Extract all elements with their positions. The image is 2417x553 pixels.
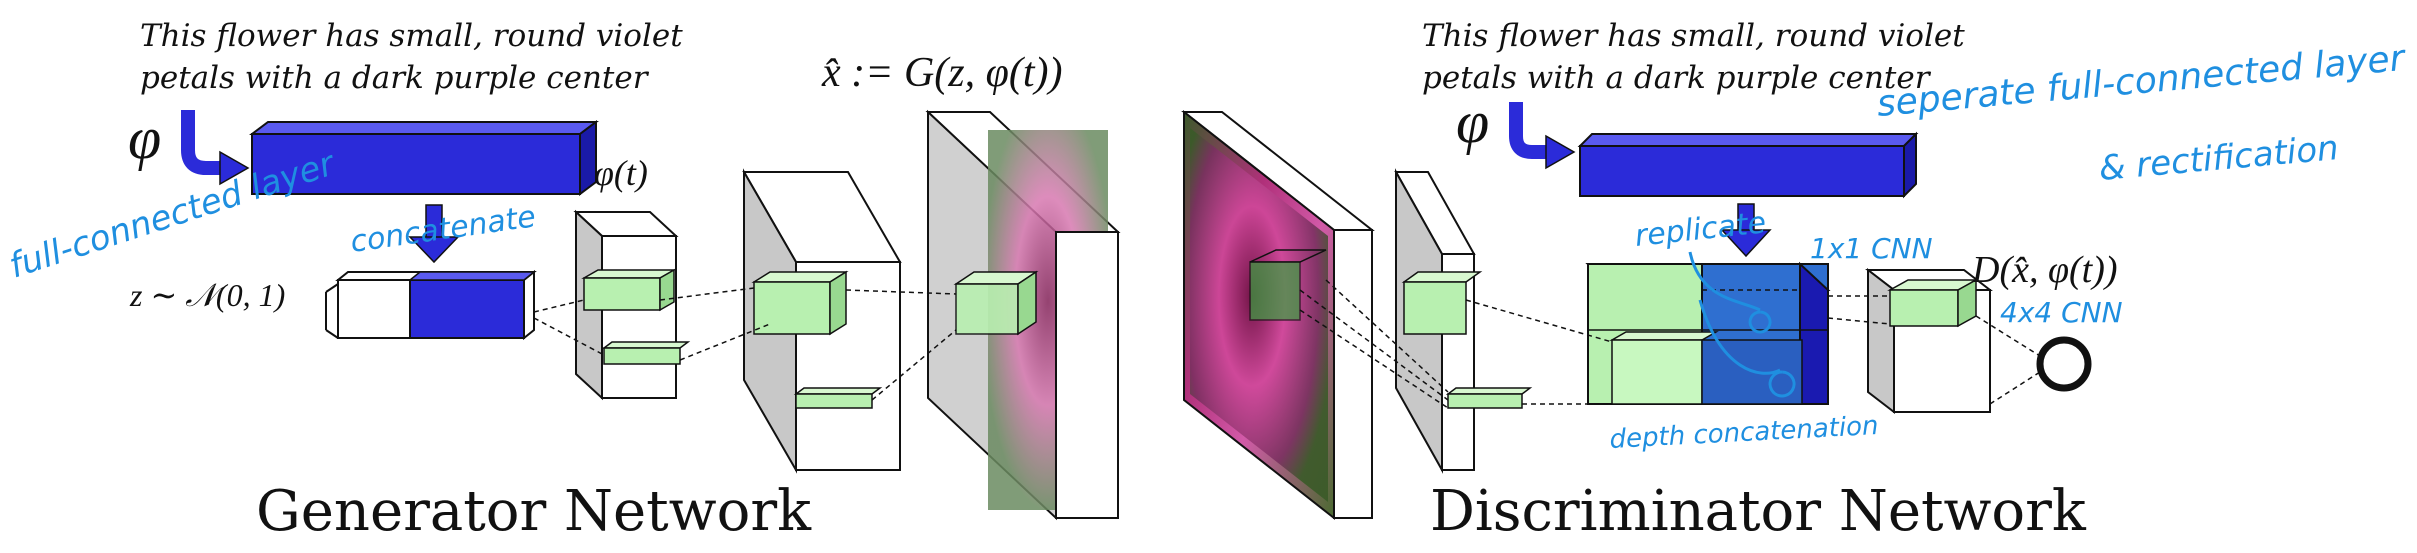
generator-caption-line1: This flower has small, round violet bbox=[140, 18, 683, 54]
discriminator-caption-line1: This flower has small, round violet bbox=[1422, 18, 1965, 54]
discriminator-conv-block-2 bbox=[1865, 267, 1993, 415]
discriminator-output-label: D(x̂, φ(t)) bbox=[1971, 249, 2118, 291]
generator-title: Generator Network bbox=[256, 479, 812, 544]
generator-caption-line2: petals with a dark purple center bbox=[140, 60, 650, 96]
generator-phi-t-label: φ(t) bbox=[594, 153, 648, 193]
annotation-1x1-cnn: 1x1 CNN bbox=[1810, 232, 1933, 265]
generator-embedding-bar bbox=[249, 120, 599, 196]
discriminator-embedding-bar bbox=[1577, 131, 1919, 199]
generator-conv-block-1 bbox=[573, 209, 691, 401]
discriminator-caption-line2: petals with a dark purple center bbox=[1422, 60, 1932, 96]
generator-output-image bbox=[925, 109, 1121, 521]
discriminator-phi-arrow bbox=[1509, 102, 1548, 159]
discriminator-title: Discriminator Network bbox=[1430, 479, 2087, 544]
annotation-depth-concatenation: depth concatenation bbox=[1609, 411, 1879, 455]
generator-phi-symbol: φ bbox=[128, 105, 161, 171]
generator-output-label: x̂ := G(z, φ(t)) bbox=[821, 50, 1063, 96]
generator-z-label: z ∼ 𝒩(0, 1) bbox=[129, 277, 285, 313]
discriminator-depth-concat-block bbox=[1585, 261, 1831, 405]
discriminator-input-image bbox=[1181, 109, 1375, 521]
discriminator-section: This flower has small, round violet peta… bbox=[1181, 18, 2408, 544]
discriminator-replicate-arrow bbox=[1720, 203, 1772, 258]
generator-conv-block-2 bbox=[742, 168, 902, 474]
generator-concat-arrow bbox=[408, 204, 460, 264]
generator-section: This flower has small, round violet peta… bbox=[4, 18, 1121, 544]
annotation-separate-fc-line2: & rectification bbox=[2097, 128, 2340, 189]
generator-z-vector bbox=[325, 269, 537, 341]
discriminator-output-node bbox=[2036, 336, 2092, 392]
discriminator-phi-symbol: φ bbox=[1456, 89, 1489, 155]
annotation-loop-marks bbox=[1688, 251, 1796, 398]
annotation-4x4-cnn: 4x4 CNN bbox=[2000, 296, 2123, 329]
annotation-fc-layer: full-connected layer bbox=[4, 143, 341, 286]
discriminator-conv-block-1 bbox=[1394, 168, 1533, 474]
generator-phi-arrow bbox=[181, 110, 222, 175]
